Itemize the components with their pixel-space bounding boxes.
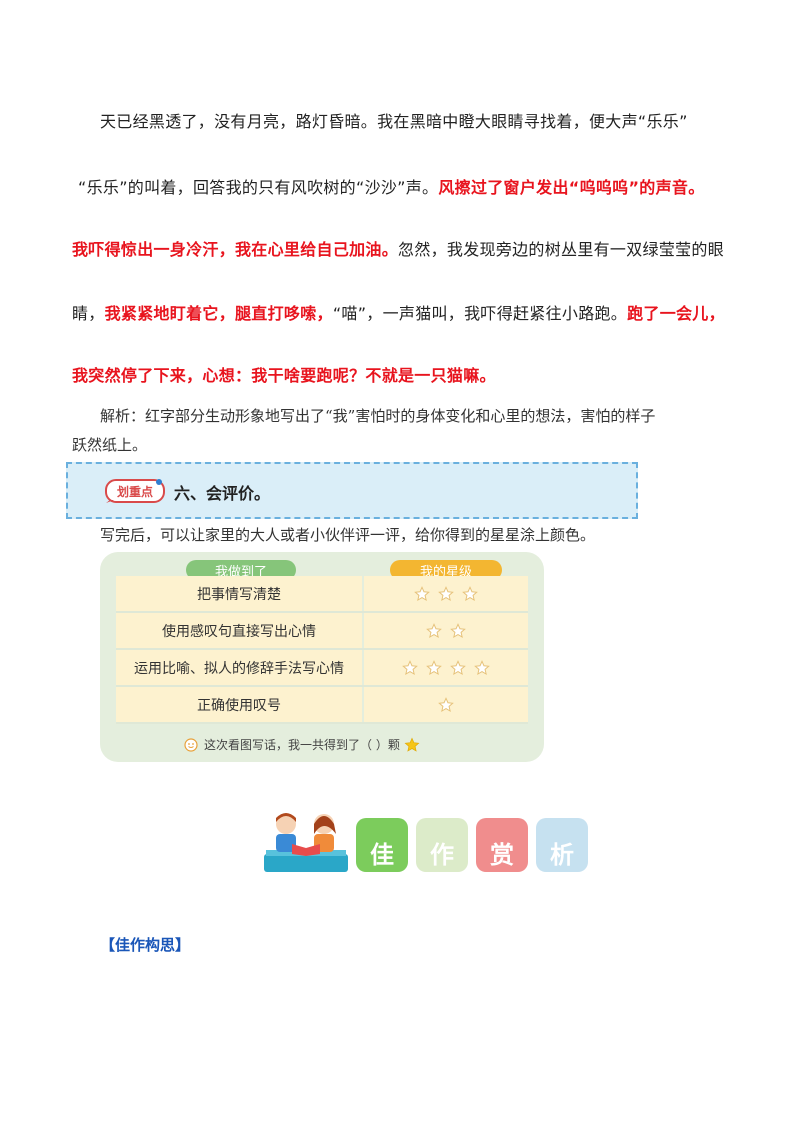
star-outline-icon[interactable] [414, 585, 430, 602]
criterion-label: 运用比喻、拟人的修辞手法写心情 [116, 650, 362, 685]
key-point-badge-text: 划重点 [117, 484, 153, 499]
star-rating [364, 613, 528, 648]
section-title: 【佳作构思】 [100, 936, 191, 954]
header-stars: 我的星级 [390, 560, 502, 580]
appreciation-tile: 赏 [476, 818, 528, 872]
star-rating [364, 576, 528, 611]
story-highlight: 跑了一会儿， [627, 304, 725, 323]
story-text: “喵”，一声猫叫，我吓得赶紧往小路跑。 [332, 304, 628, 323]
key-point-banner: 划重点 六、会评价。 [66, 462, 638, 519]
story-highlight: 风擦过了窗户发出“呜呜呜”的声音。 [438, 178, 705, 197]
analysis-line-1: 解析：红字部分生动形象地写出了“我”害怕时的身体变化和心里的想法，害怕的样子 [100, 407, 656, 425]
key-point-badge-icon: 划重点 [105, 479, 165, 503]
story-text: 忽然，我发现旁边的树丛里有一双绿莹莹的眼 [398, 240, 725, 259]
table-row: 正确使用叹号 [116, 687, 528, 724]
section-heading: 六、会评价。 [174, 484, 271, 503]
story-line-1: 天已经黑透了，没有月亮，路灯昏暗。我在黑暗中瞪大眼睛寻找着，便大声“乐乐” [100, 112, 688, 131]
star-outline-icon[interactable] [450, 659, 466, 676]
story-highlight: 我吓得惊出一身冷汗，我在心里给自己加油。 [72, 240, 399, 259]
table-row: 运用比喻、拟人的修辞手法写心情 [116, 650, 528, 687]
table-row: 把事情写清楚 [116, 576, 528, 613]
appreciation-tile: 作 [416, 818, 468, 872]
evaluation-table: 我做到了 我的星级 把事情写清楚使用感叹句直接写出心情运用比喻、拟人的修辞手法写… [100, 552, 544, 762]
story-text: 睛， [72, 304, 105, 323]
instruction-text: 写完后，可以让家里的大人或者小伙伴评一评，给你得到的星星涂上颜色。 [100, 526, 596, 544]
star-outline-icon[interactable] [462, 585, 478, 602]
star-outline-icon[interactable] [426, 659, 442, 676]
summary-text: 这次看图写话，我一共得到了（ ）颗 [204, 738, 400, 752]
appreciation-tile: 佳 [356, 818, 408, 872]
star-outline-icon[interactable] [474, 659, 490, 676]
smiley-icon [184, 737, 198, 752]
story-line-3: 我吓得惊出一身冷汗，我在心里给自己加油。忽然，我发现旁边的树丛里有一双绿莹莹的眼 [72, 236, 724, 260]
reading-kids-illustration [264, 813, 348, 872]
star-outline-icon[interactable] [438, 696, 454, 713]
evaluation-rows: 把事情写清楚使用感叹句直接写出心情运用比喻、拟人的修辞手法写心情正确使用叹号 [116, 576, 528, 724]
story-line-5: 我突然停了下来，心想：我干啥要跑呢？不就是一只猫嘛。 [72, 366, 496, 385]
analysis-line-2: 跃然纸上。 [72, 436, 148, 454]
star-rating [364, 650, 528, 685]
star-outline-icon[interactable] [402, 659, 418, 676]
story-highlight: 我紧紧地盯着它，腿直打哆嗦， [104, 304, 333, 323]
star-rating [364, 687, 528, 722]
star-summary: 这次看图写话，我一共得到了（ ）颗 [184, 736, 420, 753]
criterion-label: 使用感叹句直接写出心情 [116, 613, 362, 648]
star-outline-icon[interactable] [450, 622, 466, 639]
criterion-label: 正确使用叹号 [116, 687, 362, 722]
appreciation-tile: 析 [536, 818, 588, 872]
star-filled-icon [404, 737, 420, 752]
criterion-label: 把事情写清楚 [116, 576, 362, 611]
star-outline-icon[interactable] [426, 622, 442, 639]
header-done: 我做到了 [186, 560, 296, 580]
story-text: “乐乐”的叫着，回答我的只有风吹树的“沙沙”声。 [78, 178, 439, 197]
table-row: 使用感叹句直接写出心情 [116, 613, 528, 650]
star-outline-icon[interactable] [438, 585, 454, 602]
story-line-2: “乐乐”的叫着，回答我的只有风吹树的“沙沙”声。风擦过了窗户发出“呜呜呜”的声音… [78, 174, 705, 198]
story-line-4: 睛，我紧紧地盯着它，腿直打哆嗦，“喵”，一声猫叫，我吓得赶紧往小路跑。跑了一会儿… [72, 300, 725, 324]
